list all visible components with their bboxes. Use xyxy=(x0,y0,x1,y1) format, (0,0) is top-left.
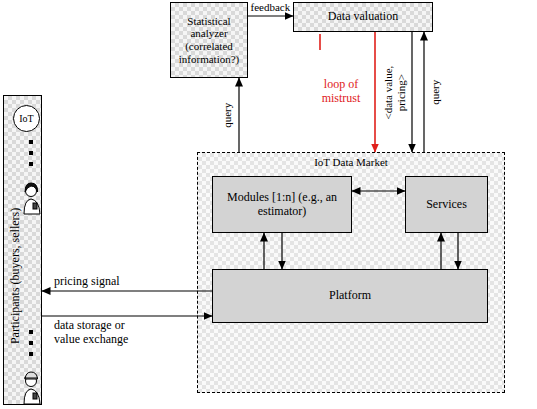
connector-arrow xyxy=(411,32,412,152)
connector-arrow xyxy=(42,315,212,316)
connector-arrow xyxy=(281,233,282,269)
node-text: Services xyxy=(426,198,467,212)
module-box: Modules [1:n] (e.g., an estimator) xyxy=(212,176,352,233)
edge-label: query xyxy=(221,102,234,127)
edge-label: data storage or value exchange xyxy=(54,319,134,347)
connector-arrow xyxy=(352,190,405,191)
connector-arrow xyxy=(457,233,458,269)
edge-label: pricing signal xyxy=(54,275,120,289)
node-text: Data valuation xyxy=(328,10,398,24)
connector-arrow xyxy=(423,32,424,152)
edge-label: loop of mistrust xyxy=(312,78,370,106)
node-text: Participants (buyers, sellers) xyxy=(9,156,23,396)
service-box: Services xyxy=(405,176,488,233)
connector-arrow xyxy=(440,233,441,269)
edge-label: query xyxy=(429,79,442,104)
analyzer-box: Statistical analyzer (correlated informa… xyxy=(170,2,248,78)
valuation-box: Data valuation xyxy=(293,2,433,32)
node-text: Statistical analyzer (correlated informa… xyxy=(171,15,247,66)
connector-arrow xyxy=(374,32,376,152)
connector-arrow xyxy=(42,290,212,291)
edge-label: feedback xyxy=(251,1,291,14)
mistrust-stub xyxy=(319,34,321,50)
market-region: IoT Data MarketModules [1:n] (e.g., an e… xyxy=(197,152,505,393)
participant-band: Participants (buyers, sellers) IoT xyxy=(3,95,42,405)
connector-arrow xyxy=(238,78,239,152)
connector-arrow xyxy=(263,233,264,269)
iot-circle: IoT xyxy=(13,105,40,132)
platform-box: Platform xyxy=(212,269,488,323)
node-text: Modules [1:n] (e.g., an estimator) xyxy=(213,191,351,219)
edge-label: <data value, pricing> xyxy=(382,56,407,128)
node-text: Platform xyxy=(329,289,371,303)
node-text: IoT xyxy=(19,113,33,125)
connector-arrow xyxy=(248,15,293,16)
node-text: IoT Data Market xyxy=(198,153,504,169)
